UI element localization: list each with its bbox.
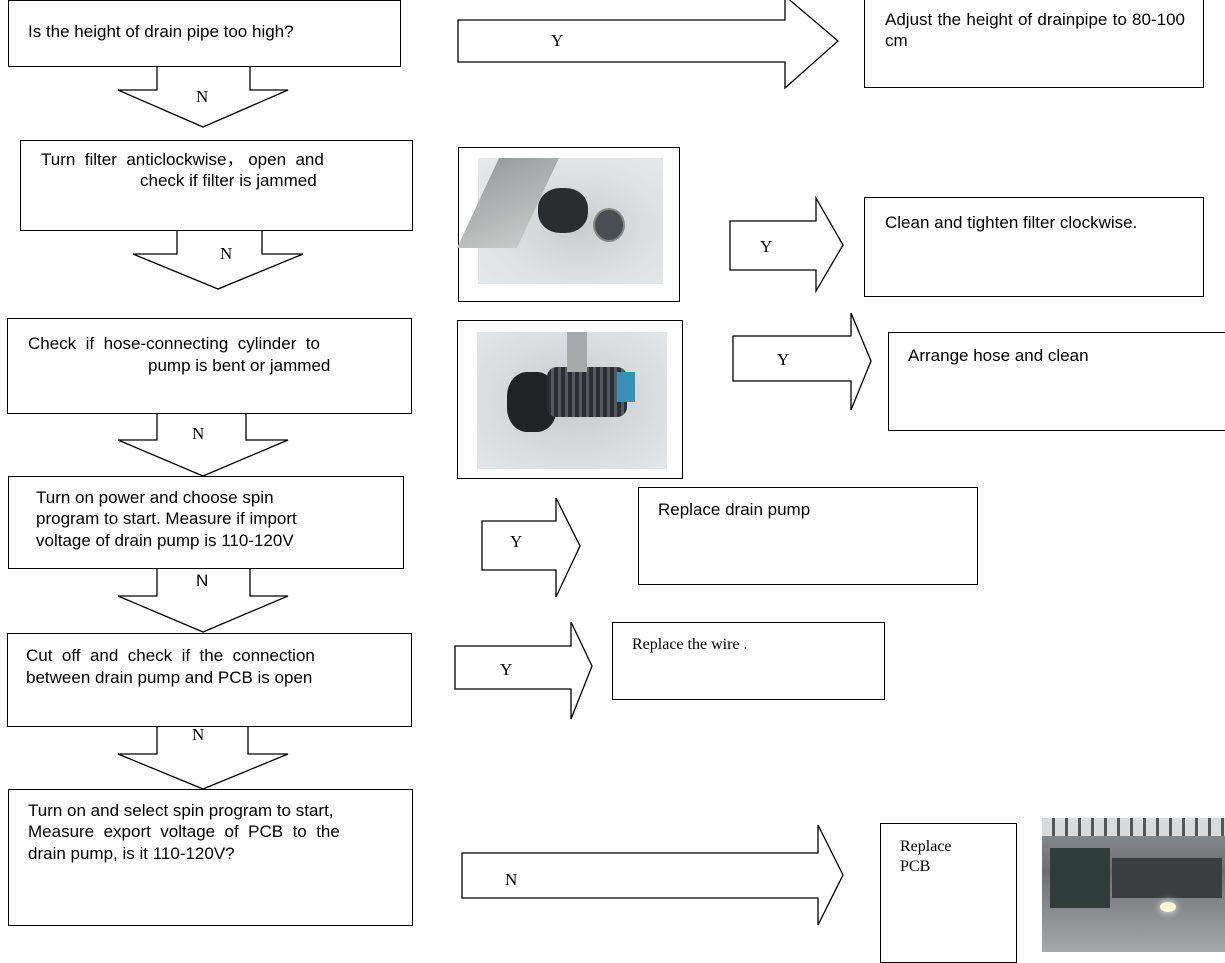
action-box-5 [612,622,885,700]
action-box-2 [864,197,1204,297]
no-label-6: N [505,870,518,889]
pcb-photo [1042,818,1225,952]
question-box-1 [8,0,401,67]
yes-label-3: Y [777,350,790,369]
no-label-1: N [196,87,209,106]
right-arrow-2 [729,195,844,294]
action-text-4: Replace drain pump [658,500,811,519]
question-text-2b: check if filter is jammed [140,171,317,190]
no-label-5: N [192,725,205,744]
question-text-1: Is the height of drain pipe too high? [28,22,294,41]
right-arrow-4 [481,497,581,598]
question-text-4c: voltage of drain pump is 110-120V [36,531,294,550]
question-box-5 [7,633,412,727]
question-text-6b: Measure export voltage of PCB to the [28,822,340,841]
down-arrow-5 [117,725,289,790]
question-text-4a: Turn on power and choose spin [36,488,274,507]
no-label-4: N [196,571,209,590]
right-arrow-5 [454,621,593,720]
action-text-6a: Replace [900,838,952,855]
action-text-2: Clean and tighten filter clockwise. [885,213,1138,232]
yes-label-4: Y [510,532,523,551]
action-text-3: Arrange hose and clean [908,346,1089,365]
no-label-3: N [192,424,205,443]
right-arrow-1 [457,0,839,90]
question-box-3 [7,318,412,414]
hose-photo [457,320,683,479]
question-box-2 [20,140,413,231]
no-label-2: N [220,244,233,263]
action-text-6b: PCB [900,858,931,875]
down-arrow-4 [117,567,289,633]
yes-label-5: Y [500,660,513,679]
yes-label-1: Y [551,31,564,50]
question-text-3b: pump is bent or jammed [148,356,331,375]
right-arrow-6 [461,824,844,926]
action-text-1: Adjust the height of drainpipe to 80-100… [885,10,1185,50]
action-box-4 [638,487,978,585]
down-arrow-3 [117,412,289,477]
question-box-6 [8,789,413,926]
question-text-2a: Turn filter anticlockwise， open and [41,150,324,169]
question-box-4 [8,476,404,569]
question-text-5b: between drain pump and PCB is open [26,668,313,687]
down-arrow-2 [132,229,304,290]
action-box-3 [888,332,1225,431]
question-text-3a: Check if hose-connecting cylinder to [28,334,320,353]
right-arrow-3 [732,312,872,411]
question-text-5a: Cut off and check if the connection [26,646,315,665]
yes-label-2: Y [760,237,773,256]
down-arrow-1 [117,65,289,128]
question-text-4b: program to start. Measure if import [36,509,297,528]
question-text-6c: drain pump, is it 110-120V? [28,844,235,863]
action-text-5: Replace the wire . [632,636,748,653]
action-box-1 [864,0,1204,88]
filter-photo [457,147,680,302]
question-text-6a: Turn on and select spin program to start… [28,801,334,820]
